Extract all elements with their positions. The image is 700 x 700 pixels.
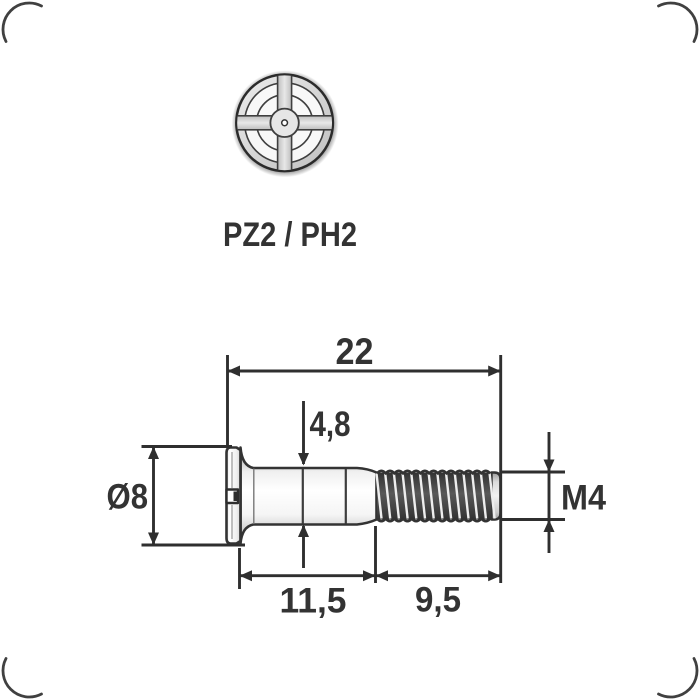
svg-text:11,5: 11,5 — [280, 582, 347, 621]
svg-text:PZ2 / PH2: PZ2 / PH2 — [223, 216, 357, 254]
svg-text:4,8: 4,8 — [310, 405, 351, 444]
svg-text:9,5: 9,5 — [415, 581, 461, 620]
svg-text:Ø8: Ø8 — [107, 477, 149, 516]
svg-text:M4: M4 — [561, 479, 606, 518]
svg-text:22: 22 — [336, 331, 374, 372]
